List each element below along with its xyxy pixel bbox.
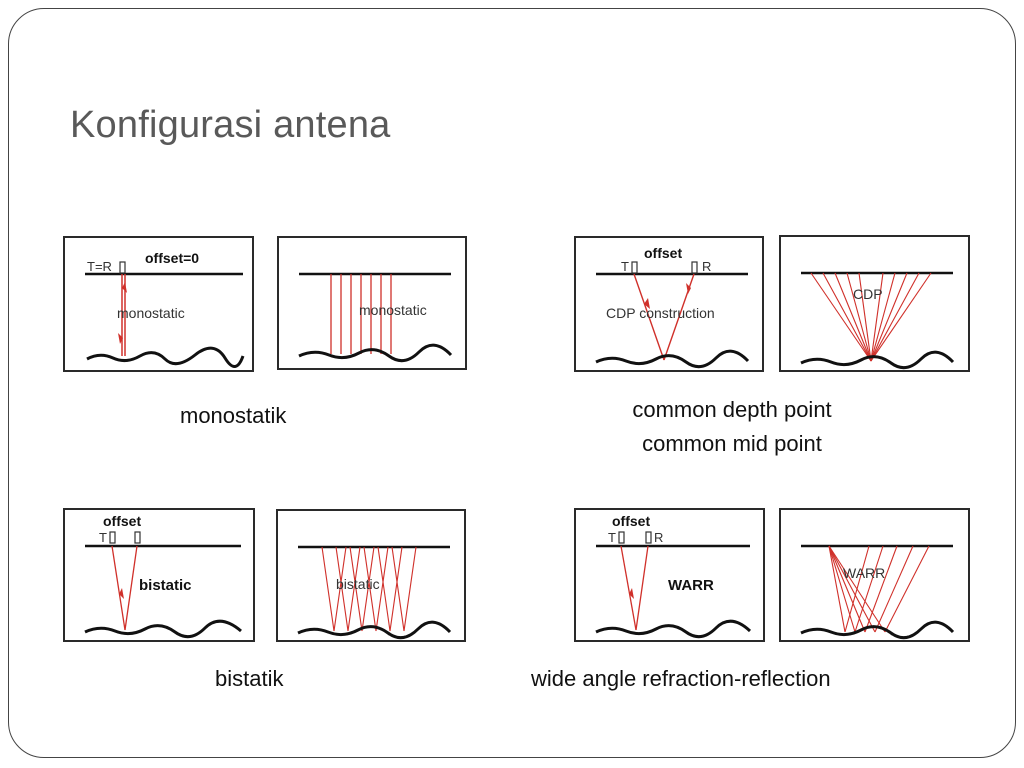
transmitter-icon (618, 531, 625, 544)
cdp-caption: common depth point common mid point (592, 393, 872, 461)
t-label: T (621, 259, 629, 274)
antenna-icon (119, 261, 126, 274)
bistatic-left-panel: offset T bistatic (63, 508, 255, 642)
ray (111, 545, 126, 631)
receiver-icon (134, 531, 141, 544)
t-label: T (99, 530, 107, 545)
type-label: CDP construction (606, 305, 715, 321)
bistatic-caption: bistatik (215, 666, 284, 691)
down-arrow-icon (629, 588, 634, 599)
monostatic-caption: monostatik (180, 403, 287, 428)
cdp-caption-line1: common depth point (632, 397, 832, 422)
r-label: R (702, 259, 711, 274)
reflector-line (298, 343, 453, 363)
monostatic-right-panel: monostatic (277, 236, 467, 370)
type-label: bistatic (139, 577, 192, 594)
slide-title: Konfigurasi antena (70, 104, 391, 146)
reflector-line (86, 346, 245, 368)
reflector-line (800, 350, 955, 370)
cdp-caption-line2: common mid point (642, 431, 822, 456)
receiver-icon (691, 261, 698, 274)
ray-bundle (330, 274, 392, 354)
reflector-line (595, 619, 752, 639)
ray-fan (810, 272, 932, 362)
transmitter-icon (631, 261, 638, 274)
reflector-line (800, 620, 955, 640)
reflector-line (84, 619, 242, 639)
type-label: bistatic (336, 576, 380, 592)
monostatic-left-panel: T=R offset=0 monostatic (63, 236, 254, 372)
bistatic-right-panel: bistatic (276, 509, 466, 642)
ray (635, 545, 649, 631)
reflector-line (595, 349, 750, 369)
type-label: monostatic (117, 305, 185, 321)
type-label: monostatic (359, 302, 427, 318)
transmitter-icon (109, 531, 116, 544)
type-label: WARR (668, 577, 714, 594)
offset-label: offset=0 (145, 250, 199, 266)
down-arrow-icon (122, 282, 127, 293)
up-arrow-icon (686, 283, 691, 294)
cdp-right-panel: CDP (779, 235, 970, 372)
down-arrow-icon (119, 588, 124, 599)
up-arrow-icon (118, 333, 123, 344)
reflector-line (297, 620, 452, 640)
r-label: R (654, 530, 663, 545)
down-arrow-icon (644, 298, 650, 309)
offset-label: offset (644, 245, 682, 261)
ray-zigzag (321, 546, 417, 632)
ray (633, 273, 665, 361)
type-label: WARR (843, 565, 885, 581)
warr-left-panel: offset T R WARR (574, 508, 765, 642)
type-label: CDP (853, 286, 883, 302)
warr-caption: wide angle refraction-reflection (531, 666, 831, 691)
warr-right-panel: WARR (779, 508, 970, 642)
offset-label: offset (103, 513, 141, 529)
ray (620, 545, 637, 631)
cdp-left-panel: offset T R CDP construction (574, 236, 764, 372)
ray-fan (828, 545, 930, 633)
ray (124, 545, 138, 631)
t-label: T (608, 530, 616, 545)
offset-label: offset (612, 513, 650, 529)
tr-label: T=R (87, 259, 112, 274)
receiver-icon (645, 531, 652, 544)
